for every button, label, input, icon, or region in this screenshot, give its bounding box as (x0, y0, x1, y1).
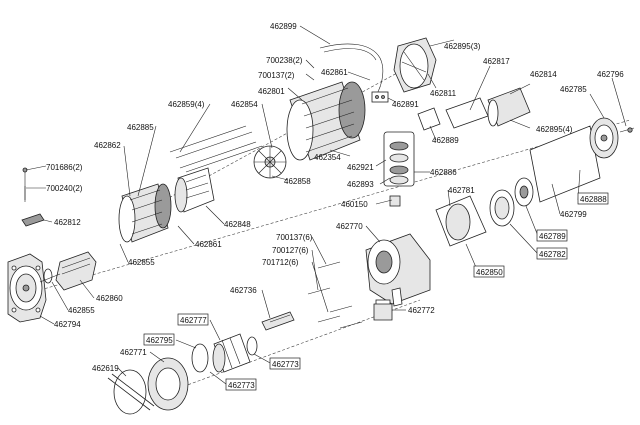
label-462850: 462850 (476, 268, 503, 277)
gasket-462888 (529, 125, 601, 203)
plate-462789 (514, 177, 534, 207)
label-462891: 462891 (392, 100, 419, 109)
label-462858: 462858 (284, 177, 311, 186)
label-460150: 460150 (341, 200, 368, 209)
box-462795 (143, 333, 175, 346)
box-462773a (269, 357, 301, 370)
box-462789 (536, 229, 568, 242)
outlet-462772 (373, 299, 393, 321)
label-462848: 462848 (224, 220, 251, 229)
rotor-462858 (174, 167, 215, 213)
label-462895-3: 462895(3) (444, 42, 481, 51)
label-462861a: 462861 (321, 68, 348, 77)
label-462862: 462862 (94, 141, 121, 150)
label-462854: 462854 (231, 100, 258, 109)
label-462736: 462736 (230, 286, 257, 295)
label-462782: 462782 (539, 250, 566, 259)
studs-462859 (169, 125, 263, 173)
strainer-462777 (212, 333, 251, 373)
label-462886: 462886 (430, 168, 457, 177)
seal-stack-462886 (383, 131, 415, 187)
box-462888 (577, 192, 609, 205)
label-462855b: 462855 (68, 306, 95, 315)
label-462772: 462772 (408, 306, 435, 315)
label-462814: 462814 (530, 70, 557, 79)
label-462861b: 462861 (195, 240, 222, 249)
screws-701686 (22, 167, 28, 202)
label-462789: 462789 (539, 232, 566, 241)
main-axis-line (39, 119, 631, 291)
label-701686: 701686(2) (46, 163, 83, 172)
key-460150 (389, 195, 401, 207)
label-462899: 462899 (270, 22, 297, 31)
label-701712: 701712(6) (262, 258, 299, 267)
bolts-700137 (307, 261, 363, 329)
bracket-462812 (21, 213, 45, 227)
label-462921: 462921 (347, 163, 374, 172)
label-462795: 462795 (146, 336, 173, 345)
label-462889: 462889 (432, 136, 459, 145)
label-462893: 462893 (347, 180, 374, 189)
shaft-462736 (261, 311, 295, 331)
ring-462795 (191, 343, 209, 373)
label-462785: 462785 (560, 85, 587, 94)
impeller-shaft-462860 (39, 251, 97, 291)
label-700238: 700238(2) (266, 56, 303, 65)
label-462777: 462777 (180, 316, 207, 325)
terminal-cover-462811 (393, 37, 437, 93)
label-700137a: 700137(2) (258, 71, 295, 80)
oring-462773 (246, 336, 258, 356)
box-462777 (177, 313, 209, 326)
box-462850 (473, 265, 505, 278)
label-462796: 462796 (597, 70, 624, 79)
label-462811: 462811 (430, 89, 457, 98)
front-cover-462794 (7, 253, 47, 323)
label-462781: 462781 (448, 186, 475, 195)
tube-462889 (417, 107, 441, 131)
leader-lines (25, 25, 627, 385)
label-462885: 462885 (127, 123, 154, 132)
label-462770: 462770 (336, 222, 363, 231)
label-462860: 462860 (96, 294, 123, 303)
label-462859: 462859(4) (168, 100, 205, 109)
motor-housing-462801 (286, 81, 366, 161)
label-462771: 462771 (120, 348, 147, 357)
label-462817: 462817 (483, 57, 510, 66)
label-700137b: 700137(6) (276, 233, 313, 242)
label-700127: 700127(6) (272, 246, 309, 255)
label-462773b: 462773 (228, 381, 255, 390)
cover-plate-462785 (589, 117, 619, 159)
ring-462782 (489, 189, 515, 227)
label-462799: 462799 (560, 210, 587, 219)
label-462773a: 462773 (272, 360, 299, 369)
cable-462899 (319, 43, 384, 101)
pump-body-462770 (365, 233, 431, 307)
fan-462854 (253, 145, 287, 179)
label-700240: 700240(2) (46, 184, 83, 193)
screw-462796 (619, 127, 635, 133)
box-462773b (225, 378, 257, 391)
label-462619: 462619 (92, 364, 119, 373)
switch-462891 (371, 91, 389, 103)
label-462354: 462354 (314, 153, 341, 162)
label-462794: 462794 (54, 320, 81, 329)
wrench-462619 (107, 369, 155, 415)
label-462855a: 462855 (128, 258, 155, 267)
box-462782 (536, 247, 568, 260)
capacitor-462817 (445, 97, 489, 129)
label-462895-4: 462895(4) (536, 125, 573, 134)
end-cover-462771 (147, 357, 189, 411)
diffuser-462850 (435, 195, 487, 247)
stator-462862 (118, 183, 172, 243)
label-462888: 462888 (580, 195, 607, 204)
gasket-462855 (43, 268, 53, 284)
label-462801: 462801 (258, 87, 285, 96)
label-462812: 462812 (54, 218, 81, 227)
capacitor-462814 (487, 87, 531, 127)
